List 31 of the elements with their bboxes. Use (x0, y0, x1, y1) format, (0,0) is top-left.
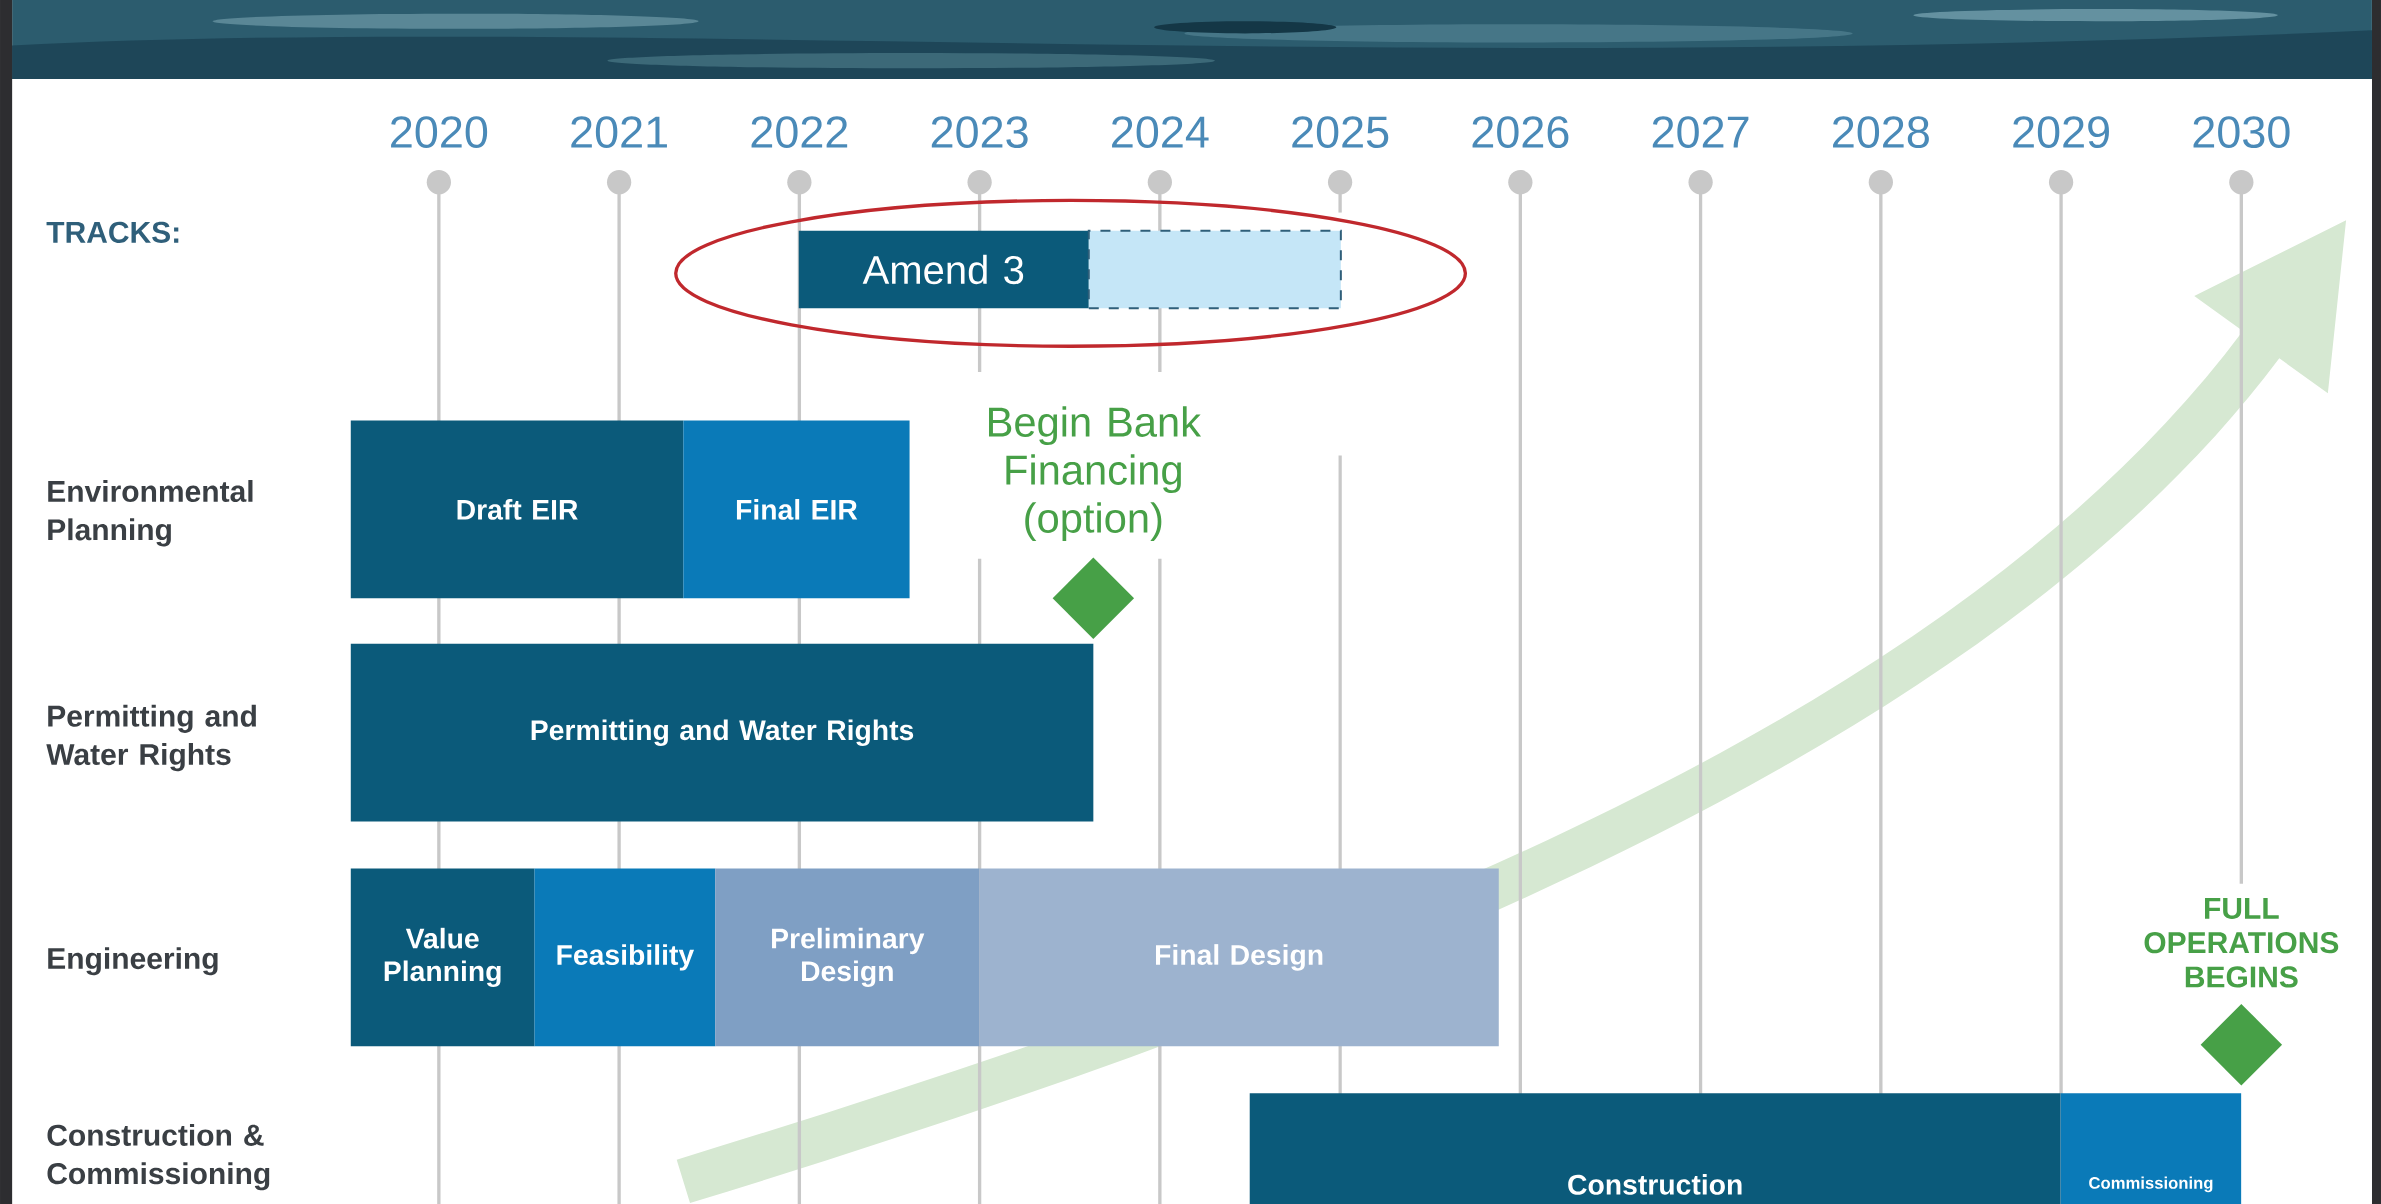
year-label: 2023 (931, 116, 1028, 148)
milestone-diamond (1052, 557, 1135, 639)
section-heading: TRACKS: (46, 221, 179, 243)
timeline-bar: Preliminary Design (715, 868, 980, 1047)
timeline-bar: Final EIR (683, 420, 910, 599)
year-label: 2025 (1292, 116, 1389, 148)
year-label: 2027 (1652, 116, 1749, 148)
milestone-diamond (2200, 1003, 2283, 1086)
year-label: 2021 (571, 116, 667, 148)
timeline-bar: Final Design (979, 868, 1499, 1047)
timeline-bar: Draft EIR (350, 420, 684, 599)
timeline-bar: Construction (1249, 1093, 2061, 1204)
dashed-bar (1087, 229, 1342, 310)
timeline-bar: Commissioning (2060, 1093, 2242, 1204)
year-label: 2022 (751, 116, 848, 148)
year-label: 2024 (1112, 116, 1209, 148)
timeline-bar: Amend 3 (798, 230, 1089, 309)
track-label: Engineering (48, 947, 218, 976)
year-label: 2029 (2013, 116, 2109, 148)
milestone-label: FULL OPERATIONS BEGINS (2144, 897, 2339, 988)
track-label: Construction & Commissioning (47, 1123, 270, 1191)
timeline-bar: Feasibility (534, 868, 716, 1047)
timeline-bar: Permitting and Water Rights (350, 643, 1094, 822)
track-label: Permitting and Water Rights (46, 704, 256, 772)
year-label: 2020 (391, 116, 488, 148)
track-label: Environmental Planning (48, 479, 253, 547)
year-label: 2026 (1472, 116, 1569, 148)
year-label: 2028 (1833, 116, 1929, 148)
year-label: 2030 (2193, 116, 2290, 148)
milestone-label: Begin Bank Financing (option) (989, 406, 1202, 542)
timeline-bar: Value Planning (350, 868, 535, 1047)
